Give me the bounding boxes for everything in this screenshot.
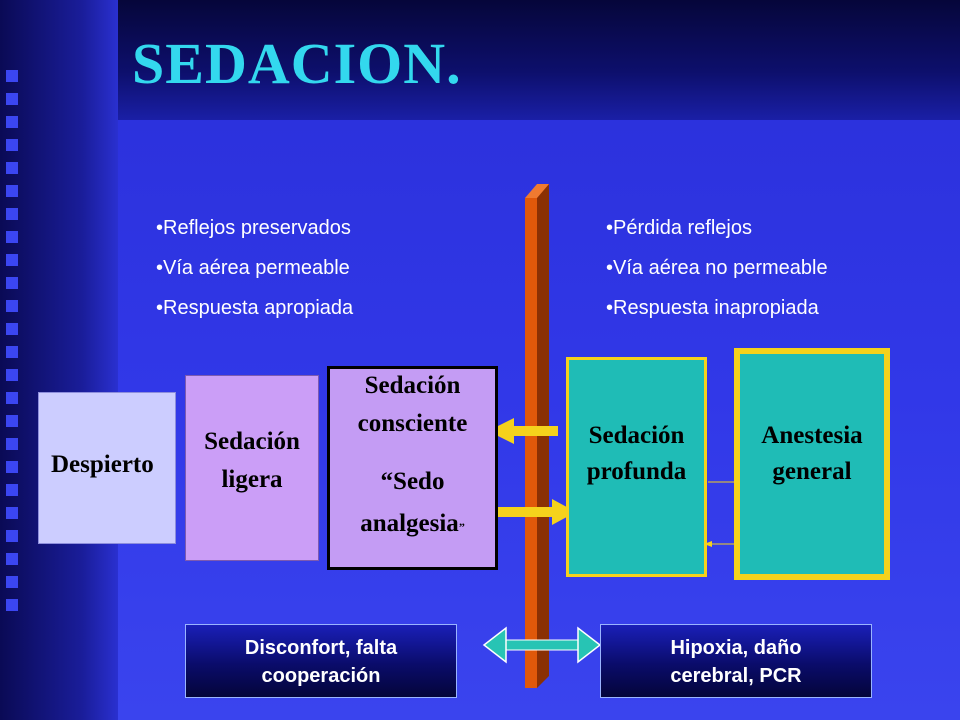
stage-sedacion-profunda: Sedación profunda [566,357,707,577]
stage-label: Anestesia [761,422,863,449]
stage-label: consciente [357,410,468,437]
right-bullet-list: Pérdida reflejos Vía aérea no permeable … [606,214,828,334]
divider-bar-top [525,184,549,198]
stage-label: ligera [221,466,283,493]
consequence-text: cooperación [261,665,381,687]
consequence-text: cerebral, PCR [670,665,802,687]
left-decorative-strip [0,0,118,720]
arrow-right-icon [497,499,576,525]
title-bar [118,0,960,120]
bullet-item: Reflejos preservados [156,214,353,254]
left-bullet-list: Reflejos preservados Vía aérea permeable… [156,214,353,334]
stage-label: analgesia” [330,509,495,542]
slide-title: SEDACION. [132,31,462,96]
double-arrow-icon [482,626,602,664]
stage-sedacion-ligera: Sedación ligera [185,375,319,561]
bullet-item: Vía aérea no permeable [606,254,828,294]
stage-despierto: Despierto [38,392,176,544]
stage-label: Sedación [588,422,685,449]
consequence-box-left: Disconfort, falta cooperación [185,624,457,698]
consequence-box-right: Hipoxia, daño cerebral, PCR [600,624,872,698]
stage-label: Despierto [51,451,154,478]
bullet-item: Vía aérea permeable [156,254,353,294]
consequence-text: Hipoxia, daño [670,637,802,659]
consequence-text: Disconfort, falta [244,637,398,659]
stage-label: Sedación [204,428,300,455]
stage-label: profunda [586,458,687,485]
bullet-item: Respuesta inapropiada [606,294,828,334]
stage-label: Sedación [364,372,461,399]
bullet-item: Respuesta apropiada [156,294,353,334]
closing-quote: ” [458,520,465,534]
bullet-item: Pérdida reflejos [606,214,828,254]
arrow-left-icon [488,418,558,444]
square-pattern [6,70,28,622]
stage-label: general [772,458,852,485]
stage-label-part: analgesia [360,510,459,537]
stage-label: “Sedo [380,468,445,495]
stage-anestesia-general: Anestesia general [734,348,890,580]
divider-bar [525,198,537,688]
stage-sedacion-consciente: Sedación consciente “Sedo analgesia” [327,366,498,570]
